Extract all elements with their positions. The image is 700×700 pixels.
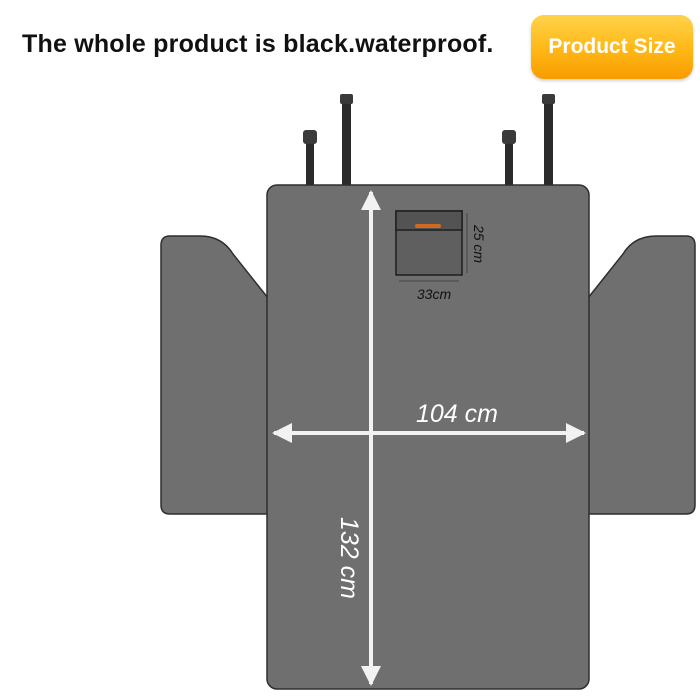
strap-left-inner-buckle [340, 94, 353, 104]
strap-left-outer-clip [303, 130, 317, 144]
width-label: 104 cm [416, 400, 498, 428]
pocket-width-label: 33cm [417, 286, 452, 302]
left-side-flap [160, 235, 269, 515]
strap-right-outer [505, 132, 513, 188]
length-label: 132 cm [335, 517, 363, 599]
strap-left-inner [342, 100, 351, 190]
strap-left-outer [306, 132, 314, 188]
headline-text: The whole product is black.waterproof. [22, 30, 494, 58]
product-size-badge: Product Size [531, 15, 693, 79]
headrest-straps [303, 94, 555, 190]
pocket-height-label: 25 cm [471, 224, 487, 263]
strap-right-inner-buckle [542, 94, 555, 104]
pocket-flap [395, 210, 463, 231]
strap-right-outer-clip [502, 130, 516, 144]
right-side-flap [587, 235, 696, 515]
pocket-tab [415, 224, 441, 228]
storage-pocket [395, 210, 463, 276]
strap-right-inner [544, 100, 553, 190]
